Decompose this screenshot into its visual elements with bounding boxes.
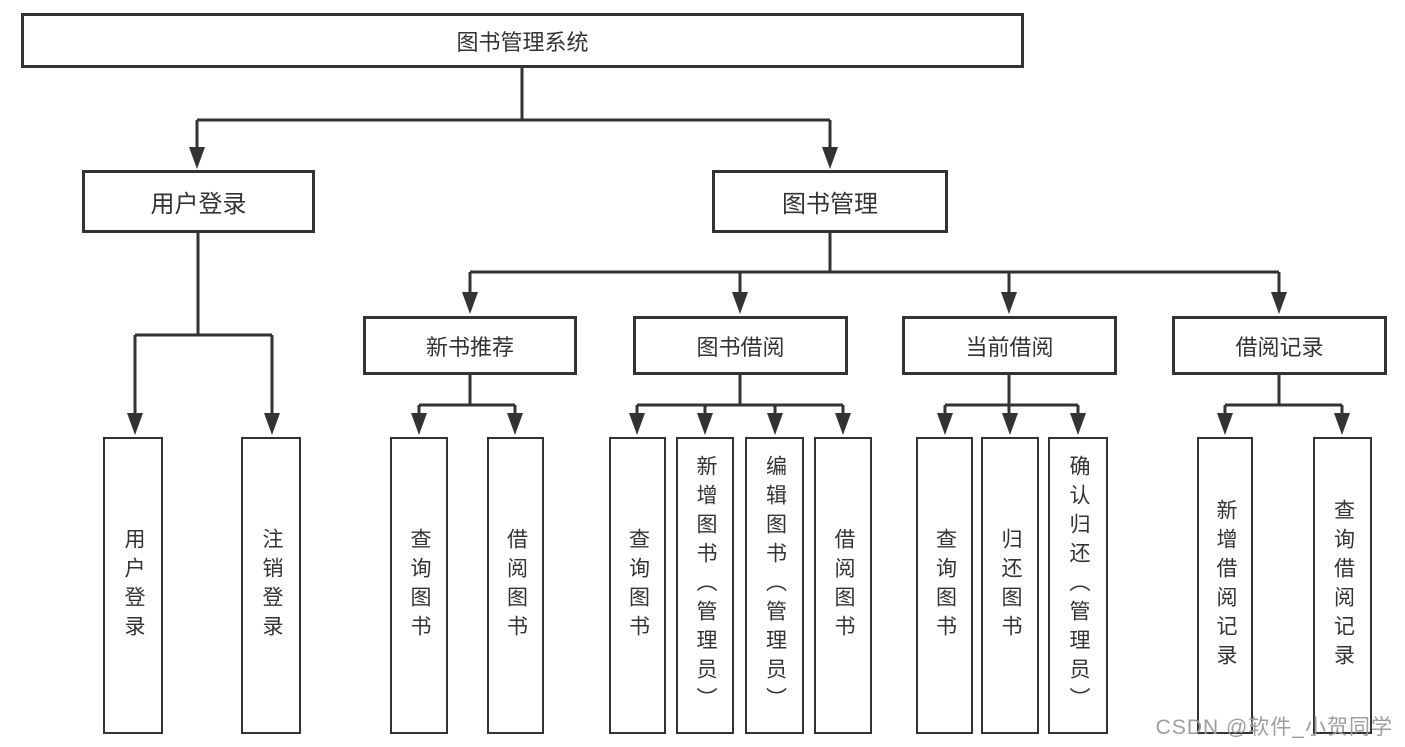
connector-borrowing-records <box>1223 375 1344 416</box>
node-query-borrow-record: 查询借阅记录 <box>1313 437 1372 734</box>
node-query-books-borrowing: 查询图书 <box>609 437 666 734</box>
connector-current-borrowing <box>943 375 1080 416</box>
node-book-borrowing: 图书借阅 <box>633 316 848 375</box>
arrowhead <box>822 147 838 169</box>
connector-user-login <box>133 233 274 416</box>
connector-new-book-recommendation <box>417 375 517 416</box>
node-library-management-system: 图书管理系统 <box>21 13 1024 68</box>
arrowhead <box>127 413 143 435</box>
node-new-book-recommendation: 新书推荐 <box>363 316 577 375</box>
arrowhead <box>732 292 748 314</box>
node-borrow-books-recommendation: 借阅图书 <box>487 437 544 734</box>
arrowhead <box>1002 413 1018 435</box>
arrowhead <box>697 413 713 435</box>
node-add-books-admin: 新增图书（管理员） <box>676 437 734 734</box>
node-query-books-current: 查询图书 <box>916 437 973 734</box>
connector-root <box>195 68 832 150</box>
csdn-watermark: CSDN @软件_小贺同学 <box>1155 716 1393 739</box>
arrowhead <box>1070 413 1086 435</box>
node-query-books-recommendation: 查询图书 <box>390 437 448 734</box>
arrowhead <box>767 413 783 435</box>
node-return-books: 归还图书 <box>981 437 1039 734</box>
arrowhead <box>835 413 851 435</box>
node-add-borrow-record: 新增借阅记录 <box>1197 437 1253 734</box>
arrowhead <box>937 413 953 435</box>
node-user-login: 用户登录 <box>82 170 315 233</box>
node-book-management: 图书管理 <box>712 170 948 233</box>
node-logout: 注销登录 <box>241 437 301 734</box>
arrowhead <box>629 413 645 435</box>
arrowhead <box>1334 413 1350 435</box>
node-current-borrowing: 当前借阅 <box>902 316 1117 375</box>
arrowhead <box>264 413 280 435</box>
node-user-login-leaf: 用户登录 <box>103 437 163 734</box>
arrowhead <box>1271 292 1287 314</box>
arrowhead <box>411 413 427 435</box>
arrowhead <box>507 413 523 435</box>
arrowhead <box>462 292 478 314</box>
node-confirm-return-admin: 确认归还（管理员） <box>1048 437 1108 734</box>
connector-book-management <box>468 233 1281 295</box>
node-edit-books-admin: 编辑图书（管理员） <box>745 437 804 734</box>
node-borrow-books-leaf: 借阅图书 <box>814 437 872 734</box>
arrowhead <box>1217 413 1233 435</box>
arrowhead <box>1001 292 1017 314</box>
arrowheads <box>127 147 1350 435</box>
connector-book-borrowing <box>635 375 845 416</box>
node-borrowing-records: 借阅记录 <box>1172 316 1387 375</box>
arrowhead <box>189 147 205 169</box>
